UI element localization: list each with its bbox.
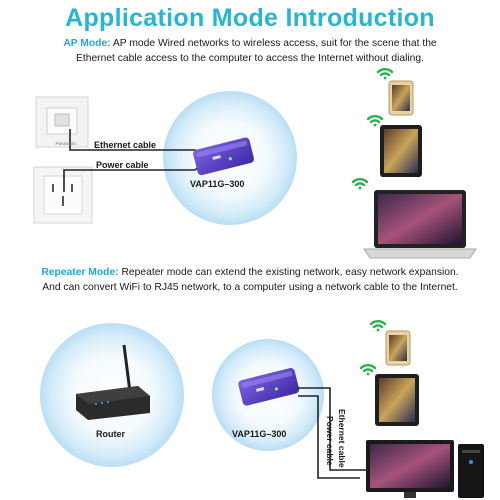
ap-laptop xyxy=(363,190,477,259)
repeater-ethernet-cable xyxy=(298,387,372,471)
repeater-phone xyxy=(385,330,411,366)
ap-ethernet-cable-label: Ethernet cable xyxy=(94,140,157,150)
ap-mode-label: AP Mode: xyxy=(63,38,111,49)
repeater-power-cable xyxy=(298,395,360,479)
repeater-mode-description: Repeater Mode: Repeater mode can extend … xyxy=(0,265,500,295)
desktop-monitor xyxy=(366,440,454,498)
ap-mode-description: AP Mode: AP mode Wired networks to wirel… xyxy=(0,36,500,66)
ap-tablet xyxy=(380,125,422,177)
repeater-wifi-icons xyxy=(359,319,387,376)
ap-device-label: VAP11G–300 xyxy=(190,179,245,189)
ap-wifi-icons xyxy=(351,67,394,190)
pc-tower xyxy=(458,444,484,498)
router xyxy=(76,344,150,420)
repeater-tablet xyxy=(375,374,419,426)
repeater-ethernet-cable-label: Ethernet cable xyxy=(337,409,347,468)
ap-vap-device xyxy=(193,137,254,176)
repeater-mode-text-line2: And can convert WiFi to RJ45 network, to… xyxy=(42,282,458,293)
router-label: Router xyxy=(96,429,125,439)
power-wall-socket xyxy=(33,166,93,224)
page-title: Application Mode Introduction xyxy=(65,4,435,32)
ap-mode-text-line2: Ethernet cable access to the computer to… xyxy=(75,53,424,64)
repeater-mode-label: Repeater Mode: xyxy=(41,267,119,278)
repeater-vap-device xyxy=(238,368,300,406)
ap-mode-text-line1: AP mode Wired networks to wireless acces… xyxy=(112,38,437,49)
repeater-device-label: VAP11G–300 xyxy=(232,429,287,439)
repeater-mode-text-line1: Repeater mode can extend the existing ne… xyxy=(121,267,459,278)
ap-power-cable-label: Power cable xyxy=(96,160,149,170)
repeater-power-cable-label: Power cable xyxy=(325,416,335,466)
ap-phone xyxy=(388,80,414,116)
wall-socket-brand: Panasonic xyxy=(55,141,77,146)
ethernet-wall-socket xyxy=(35,96,89,148)
